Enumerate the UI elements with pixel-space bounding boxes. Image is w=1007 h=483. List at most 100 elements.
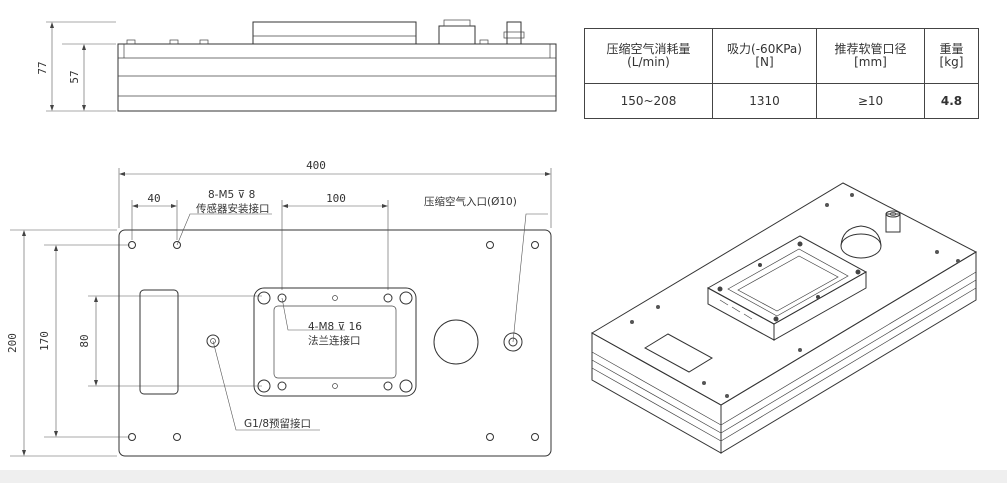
spec-header-suction: 吸力(-60KPa) [N] [712,28,817,84]
spec-header-weight: 重量 [kg] [924,28,979,84]
flange-bolt-hole [399,379,413,393]
side-air-fitting [506,21,522,45]
technical-drawing: 77 57 400 40 100 [6,19,978,457]
side-body-outline [117,43,557,112]
iso-marking [719,299,729,306]
dim-arrow [382,204,388,208]
iso-flange-window [727,248,849,317]
side-screw-head [169,39,179,45]
top-view: 400 40 100 200 170 80 [6,159,552,457]
side-screw-head [199,39,209,45]
leader-reserved [212,340,320,431]
flange-window [273,305,397,379]
dim-window-height: 80 [78,334,91,347]
iso-screw [725,394,729,398]
sensor-hole [531,433,539,441]
flange-screw-hole [277,293,287,303]
dim-arrow [94,296,98,302]
iso-bolt [773,316,779,322]
spec-table-header-row: 压缩空气消耗量 (L/min) 吸力(-60KPa) [N] 推荐软管口径 [m… [584,28,979,84]
sensor-hole [486,433,494,441]
flange-bolt-hole [257,379,271,393]
label-reserved: G1/8预留接口 [244,417,311,430]
flange-screw-hole [383,293,393,303]
dim-arrow [54,431,58,437]
leader-sensor [176,213,272,246]
iso-air-fitting-top [885,210,901,218]
flange-small-hole [332,295,338,301]
dim-arrow [132,204,138,208]
dim-arrow [50,105,54,111]
iso-dome [840,233,882,259]
sensor-hole [531,241,539,249]
dim-hole-spacing: 170 [38,331,51,351]
plate-slot [139,289,179,395]
dim-arrow [282,204,288,208]
side-connector-top [443,19,471,27]
iso-marking [743,313,753,320]
bottom-band [0,470,1007,483]
side-screw-head [126,39,136,45]
iso-screw [956,259,960,263]
dim-arrow [54,245,58,251]
dim-edge-offset: 40 [147,192,160,205]
reserved-port [206,334,220,348]
dim-arrow [94,380,98,386]
iso-bolt [816,295,820,299]
spec-value-suction: 1310 [712,83,817,119]
reserved-port-bore [210,338,216,344]
iso-flange-right [773,271,867,341]
spec-value-hose-diameter: ≥10 [816,83,925,119]
side-connector [438,25,476,45]
dim-arrow [545,172,551,176]
label-flange-note: 法兰连接口 [308,334,361,347]
iso-layer-line [591,271,977,426]
large-port [433,319,479,365]
dim-window-width: 100 [326,192,346,205]
dim-height-total: 77 [36,61,49,74]
iso-air-fitting [885,213,901,233]
isometric-view [591,182,978,454]
iso-slot [643,333,714,373]
dim-arrow [50,22,54,28]
iso-screw [798,348,802,352]
spec-table: 压缩空气消耗量 (L/min) 吸力(-60KPa) [N] 推荐软管口径 [m… [584,28,979,119]
dim-height-body: 57 [68,70,81,83]
air-inlet-bore [508,337,518,347]
sensor-hole [128,241,136,249]
sensor-hole [173,433,181,441]
dim-arrow [82,44,86,50]
sensor-hole [128,433,136,441]
iso-flange-window-inner [737,255,839,312]
spec-header-air-consumption: 压缩空气消耗量 (L/min) [584,28,713,84]
leader-flange [281,297,345,331]
iso-marking [731,306,741,313]
spec-value-weight: 4.8 [924,83,979,119]
flange-screw-hole [383,381,393,391]
label-flange-holes: 4-M8 ⊽ 16 [308,321,362,333]
side-air-fitting-nut [503,31,525,39]
sensor-hole [486,241,494,249]
iso-screw [656,305,660,309]
dim-arrow [22,230,26,236]
flange-screw-hole [277,381,287,391]
iso-screw [935,250,939,254]
sensor-hole [173,241,181,249]
iso-top-face [591,182,978,406]
plate-outline [118,229,552,457]
air-inlet-port [503,332,523,352]
side-view: 77 57 [36,19,557,112]
spec-value-air-consumption: 150~208 [584,83,713,119]
iso-layer-line [591,287,977,442]
leader-air-inlet [512,213,548,343]
flange-small-hole [332,383,338,389]
dim-arrow [171,204,177,208]
spec-table-value-row: 150~208 1310 ≥10 4.8 [584,83,979,119]
dim-arrow [119,172,125,176]
flange-bolt-hole [257,291,271,305]
side-screw-head [479,39,489,45]
flange-bolt-hole [399,291,413,305]
iso-bolt [717,286,723,292]
iso-right-face [720,251,977,454]
iso-air-fitting-bore [889,212,897,216]
